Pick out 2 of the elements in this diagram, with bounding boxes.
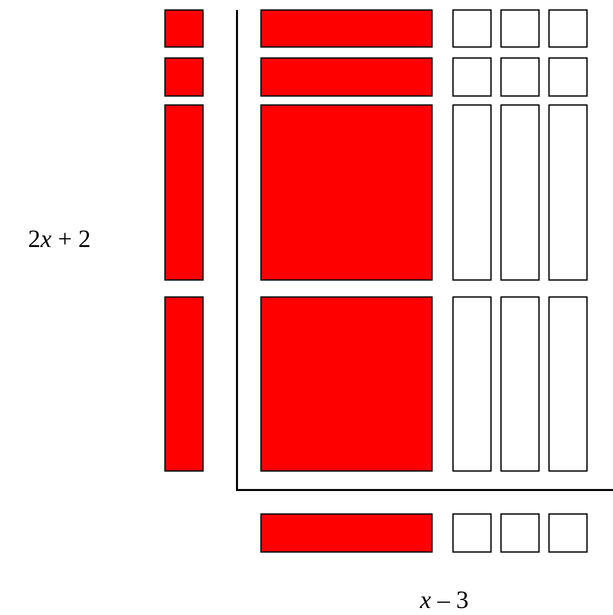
dimension-label: 2x + 2 bbox=[28, 227, 91, 252]
dimension-label: x – 3 bbox=[420, 588, 469, 613]
